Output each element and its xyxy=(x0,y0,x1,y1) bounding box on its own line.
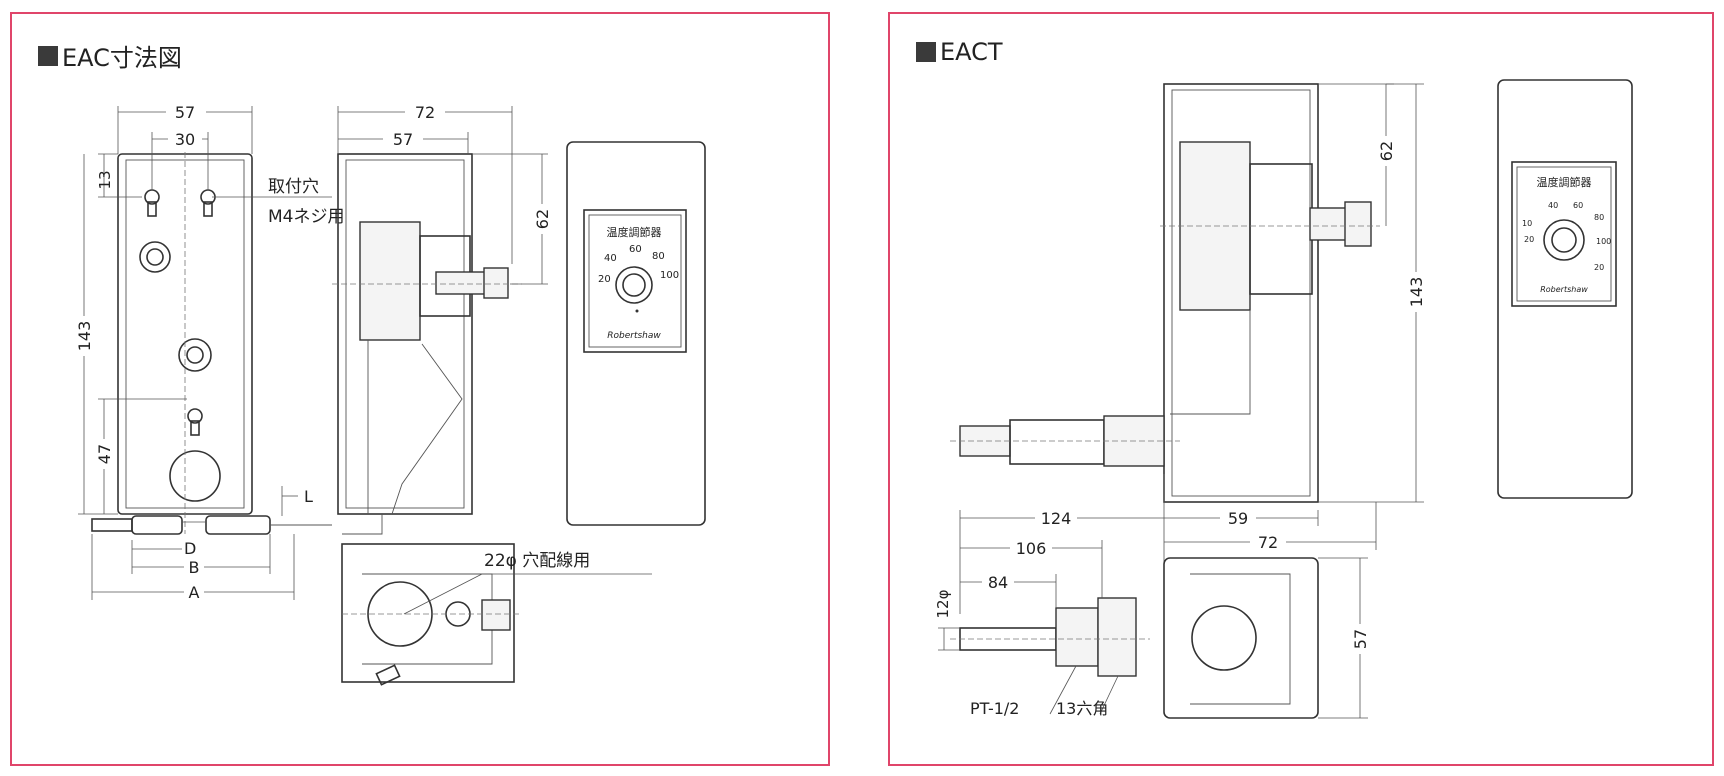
eact-faceplate-brand: Robertshaw xyxy=(1540,285,1588,294)
eact-dim-72: 72 xyxy=(1258,533,1278,552)
panel-title-text: EACT xyxy=(940,38,1003,66)
note-wiring-hole: 22φ 穴配線用 xyxy=(484,551,590,571)
eact-scale-80: 80 xyxy=(1594,213,1604,222)
eact-scale-20: 20 xyxy=(1524,235,1534,244)
eac-sensor-probe xyxy=(91,515,332,535)
side-dim-62: 62 xyxy=(533,209,552,229)
title-square-icon xyxy=(916,42,936,62)
eac-side-dimensions: 72 57 62 xyxy=(337,102,552,285)
eact-faceplate-label: 温度調節器 xyxy=(1537,175,1592,189)
note-mount-hole: 取付穴 xyxy=(268,177,319,197)
eact-side-dimensions: 62 143 124 59 72 xyxy=(959,83,1426,614)
note-pt-thread: PT-1/2 xyxy=(970,699,1019,718)
eact-dim-84: 84 xyxy=(988,573,1008,592)
dim-57: 57 xyxy=(175,103,195,122)
title-square-icon xyxy=(38,45,58,66)
eact-scale-10: 10 xyxy=(1522,219,1532,228)
eact-scale-20b: 20 xyxy=(1594,263,1604,272)
eact-bottom-view: 57 xyxy=(1163,557,1370,719)
eact-side-view xyxy=(950,83,1380,503)
eac-front-dimensions: 57 30 13 143 47 xyxy=(74,102,253,515)
dial-knob-icon xyxy=(615,266,653,304)
eact-dial-knob-icon xyxy=(1543,219,1585,261)
eact-dim-62: 62 xyxy=(1377,141,1396,161)
eact-dim-12phi: 12φ xyxy=(934,589,952,618)
eact-dim-124: 124 xyxy=(1041,509,1072,528)
eact-scale-40: 40 xyxy=(1548,201,1558,210)
faceplate-label: 温度調節器 xyxy=(607,225,662,239)
panel-title-eact: EACT xyxy=(916,38,1003,66)
scale-80: 80 xyxy=(652,251,665,262)
eact-dim-59: 59 xyxy=(1228,509,1248,528)
mount-hole-note: 取付穴 M4ネジ用 xyxy=(212,177,344,227)
eact-dim-57: 57 xyxy=(1351,629,1370,649)
eac-side-view xyxy=(332,153,522,535)
scale-60: 60 xyxy=(629,244,642,255)
dim-13: 13 xyxy=(96,170,114,189)
eact-drawing: 62 143 124 59 72 温度調節器 10 20 40 60 xyxy=(934,79,1633,719)
eact-probe-dimensions: 106 84 12φ PT-1/2 13六角 xyxy=(934,538,1119,718)
dim-143: 143 xyxy=(75,321,94,352)
eact-probe xyxy=(950,597,1150,677)
eac-drawing: 57 30 13 143 47 取付穴 M4ネジ用 xyxy=(74,102,706,686)
note-hex-13: 13六角 xyxy=(1056,699,1108,718)
scale-40: 40 xyxy=(604,253,617,264)
eact-scale-60: 60 xyxy=(1573,201,1583,210)
eact-faceplate: 温度調節器 10 20 40 60 80 100 20 Robertshaw xyxy=(1497,79,1633,499)
side-dim-72: 72 xyxy=(415,103,435,122)
eact-dim-106: 106 xyxy=(1016,539,1047,558)
eac-faceplate: 温度調節器 20 40 60 80 100 Robertshaw xyxy=(566,141,706,526)
eact-dim-143: 143 xyxy=(1407,277,1426,308)
probe-dimensions: L D B A xyxy=(91,486,313,602)
dim-L: L xyxy=(304,487,313,506)
eac-dimension-panel: EAC寸法図 57 xyxy=(10,12,830,766)
eact-dimension-panel: EACT 62 143 xyxy=(888,12,1714,766)
side-dim-57: 57 xyxy=(393,130,413,149)
eac-front-view xyxy=(117,134,253,534)
faceplate-brand: Robertshaw xyxy=(607,331,661,341)
dim-A: A xyxy=(189,583,200,602)
eact-scale-100: 100 xyxy=(1596,237,1611,246)
eac-bottom-view xyxy=(341,543,522,686)
dim-30: 30 xyxy=(175,130,195,149)
scale-100: 100 xyxy=(660,270,679,281)
panel-title-text: EAC寸法図 xyxy=(62,44,182,72)
scale-20: 20 xyxy=(598,274,611,285)
panel-title-eac: EAC寸法図 xyxy=(38,38,182,73)
dim-B: B xyxy=(189,558,200,577)
note-m4-screw: M4ネジ用 xyxy=(268,207,344,227)
wiring-hole-note: 22φ 穴配線用 xyxy=(403,551,652,615)
dim-D: D xyxy=(184,539,196,558)
dim-47: 47 xyxy=(95,444,114,464)
